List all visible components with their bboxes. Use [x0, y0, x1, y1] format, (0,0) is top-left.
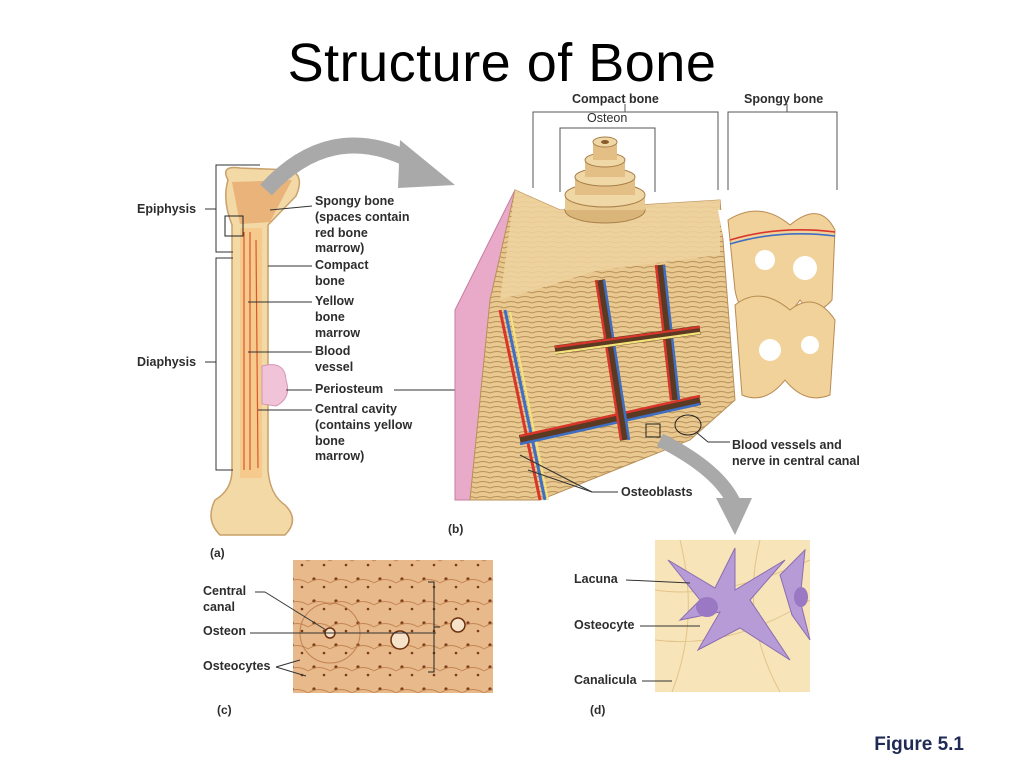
label-canalicula: Canalicula	[574, 673, 637, 687]
label-spongy-bone: Spongy bone (spaces contain red bone mar…	[315, 194, 410, 256]
bone-wedge-illustration	[454, 104, 840, 501]
label-central-canal: Central canal	[203, 584, 247, 614]
label-osteoblasts: Osteoblasts	[621, 485, 693, 499]
panel-b-letter: (b)	[448, 522, 464, 536]
arrow-a-to-b	[260, 137, 414, 196]
label-osteocyte: Osteocyte	[574, 618, 635, 632]
figure-label: Figure 5.1	[874, 734, 964, 755]
long-bone-illustration	[205, 164, 458, 536]
arrow-b-to-d	[656, 433, 742, 509]
arrowhead-b-to-d	[716, 498, 752, 535]
label-blood-vessels-nerve: Blood vessels and nerve in central canal	[732, 438, 860, 468]
arrowhead-a-to-b	[398, 140, 455, 188]
label-blood-vessel: Blood vessel	[315, 344, 354, 374]
label-osteon-bracket: Osteon	[587, 111, 628, 125]
label-osteon: Osteon	[203, 624, 247, 638]
panel-d-letter: (d)	[590, 703, 606, 717]
label-central-cavity: Central cavity (contains yellow bone mar…	[315, 402, 413, 464]
label-spongy-bone-bracket: Spongy bone	[744, 92, 824, 106]
label-compact-bone: Compact bone	[315, 258, 369, 288]
label-compact-bone-bracket: Compact bone	[572, 92, 659, 106]
osteocyte-illustration	[625, 539, 811, 693]
panel-a-letter: (a)	[210, 546, 225, 560]
label-diaphysis: Diaphysis	[137, 355, 197, 369]
osteon-micrograph	[250, 560, 493, 693]
label-yellow-bone-marrow: Yellow bone marrow	[315, 294, 361, 340]
label-epiphysis: Epiphysis	[137, 202, 197, 216]
slide-title: Structure of Bone	[287, 33, 717, 93]
panel-c-letter: (c)	[217, 703, 232, 717]
label-lacuna: Lacuna	[574, 572, 618, 586]
label-osteocytes: Osteocytes	[203, 659, 271, 673]
label-periosteum: Periosteum	[315, 382, 384, 396]
